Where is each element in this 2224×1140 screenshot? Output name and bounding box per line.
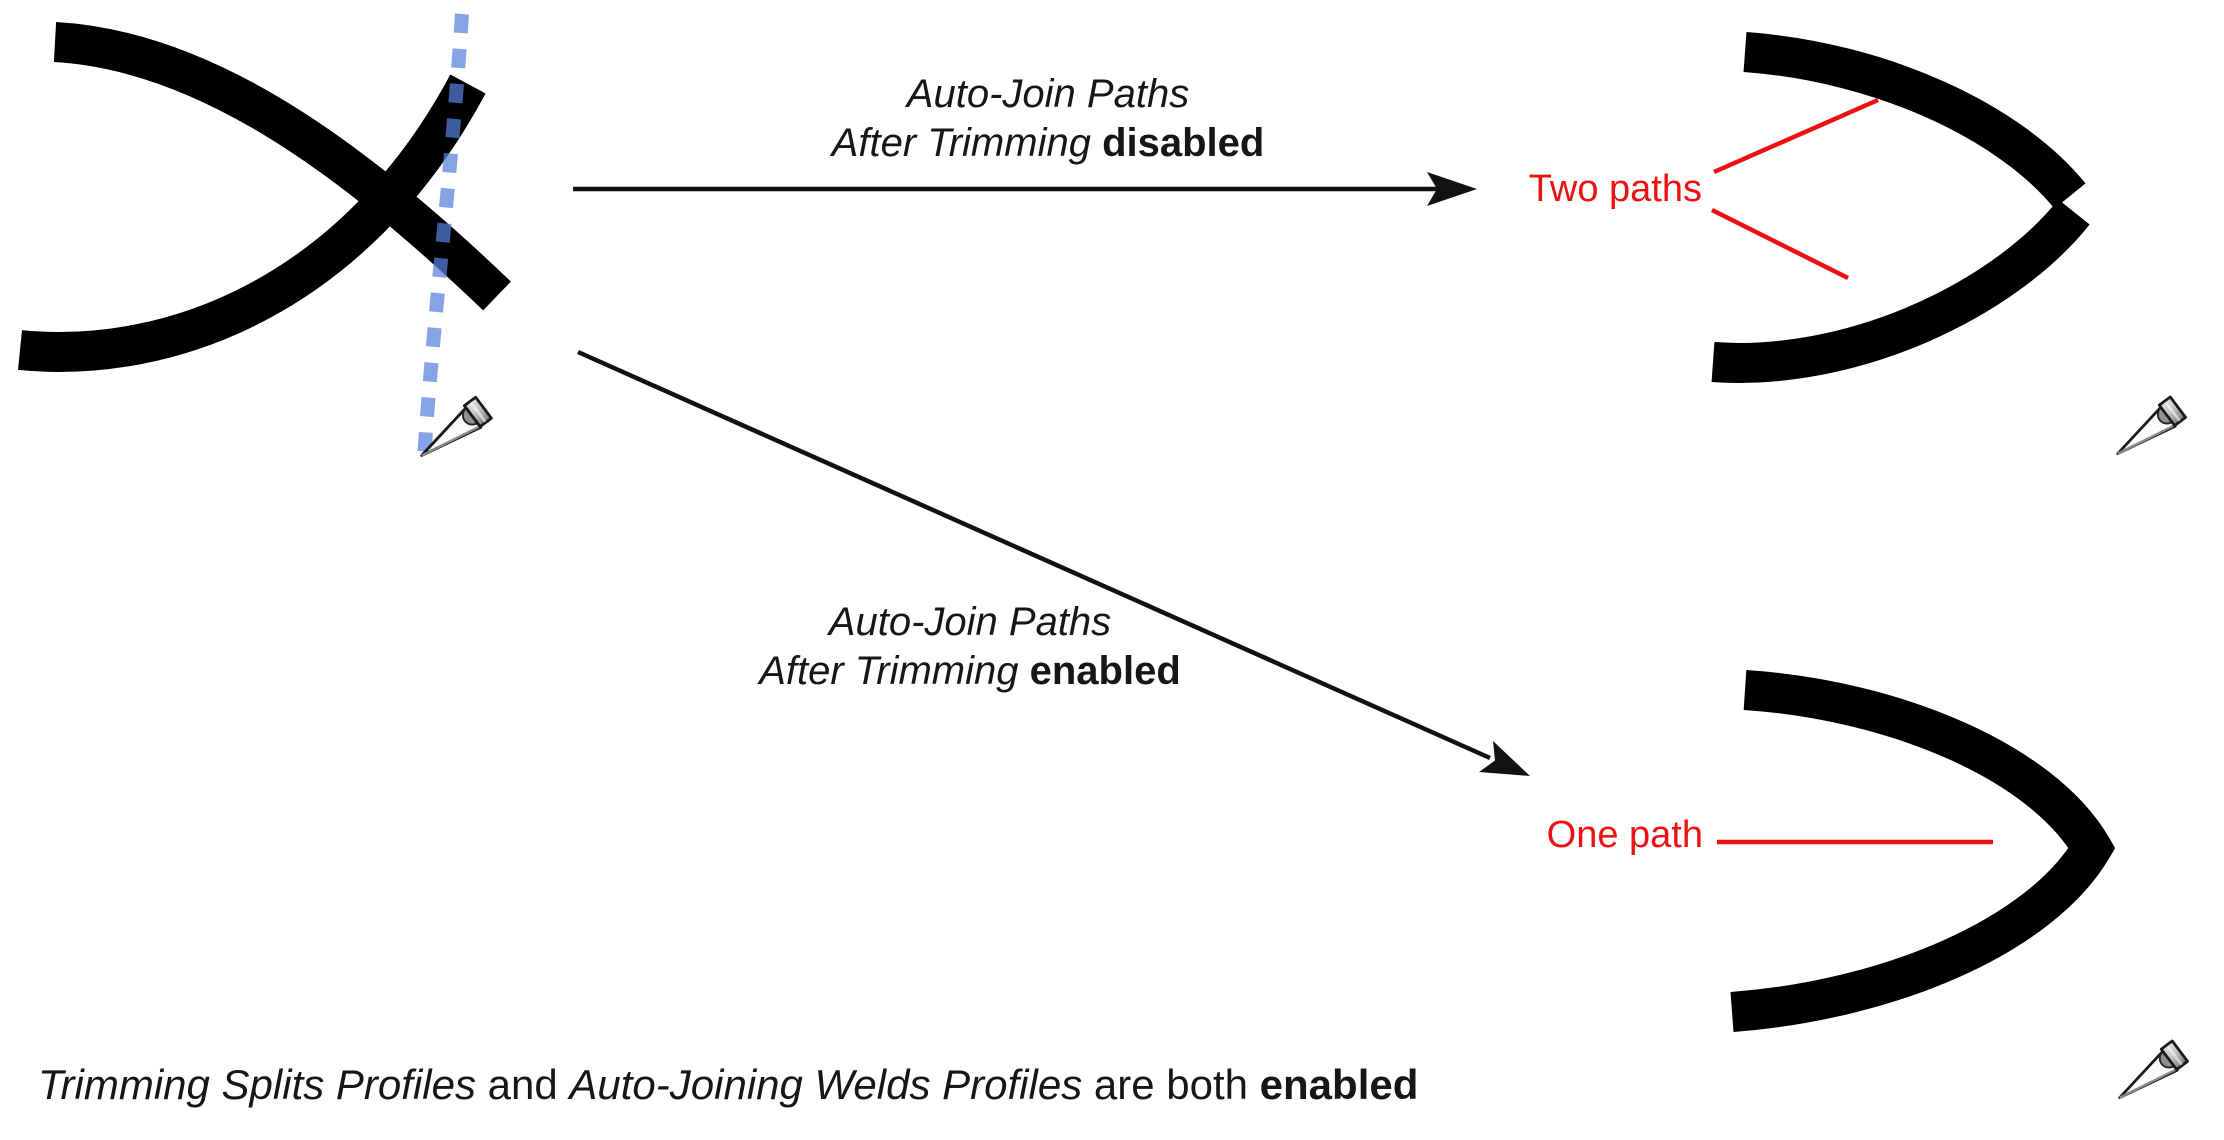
arrowhead-icon [1427,172,1477,206]
result-upper-path [1743,32,2086,209]
arrowhead-icon [1479,741,1530,776]
result-lower-path [1711,199,2090,383]
source-shape [18,22,511,372]
source-path-lower [18,74,486,372]
arrow-enabled-line [577,349,1491,761]
source-path-upper [53,22,511,311]
two-paths-label: Two paths [1528,168,1702,210]
knife-tool-icon [2118,1039,2189,1100]
knife-tool-icon [2116,395,2187,456]
annotation-leader-lines [1710,97,1993,845]
label-auto-join-enabled: Auto-Join Paths After Trimming enabled [759,598,1181,696]
arrow-enabled [577,349,1530,776]
result-shape-two-paths [1711,32,2090,383]
dashed-cut-line [417,13,469,461]
label-line2: After Trimming enabled [759,649,1181,693]
label-line1: Auto-Join Paths [906,72,1190,116]
label-line2: After Trimming disabled [831,121,1265,165]
arrow-disabled [573,172,1477,206]
one-path-label: One path [1546,814,1703,856]
label-line1: Auto-Join Paths [828,600,1112,644]
two-paths-leader-lower [1710,207,1850,281]
two-paths-leader-upper [1713,97,1879,175]
result-shape-one-path [1730,670,2116,1032]
caption: Trimming Splits Profiles and Auto-Joinin… [38,1061,1419,1108]
label-auto-join-disabled: Auto-Join Paths After Trimming disabled [832,70,1265,168]
